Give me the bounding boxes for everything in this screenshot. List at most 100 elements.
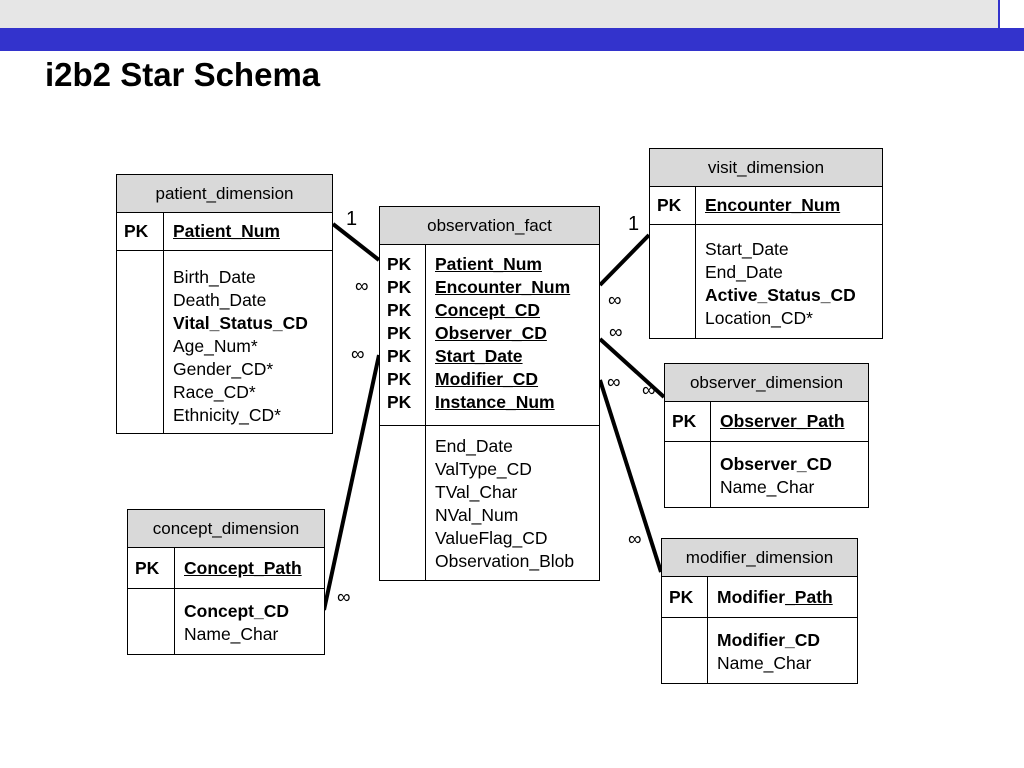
field: ValueFlag_CD [435,528,548,548]
pk-field: Concept_Path [184,558,302,578]
field: Name_Char [184,624,279,644]
field: Gender_CD* [173,359,274,379]
pk-row: PK Modifier_Path [662,577,857,618]
table-observation-fact: observation_fact PK PK PK PK PK PK PK Pa… [379,206,600,581]
field: End_Date [435,436,513,456]
field: Birth_Date [173,267,256,287]
pk-label: PK [387,392,412,412]
line-modifier-fact [598,379,663,573]
table-title: observation_fact [380,207,599,245]
pk-field: Encounter_Num [435,277,571,297]
line-concept-fact [322,354,381,611]
field: Active_Status_CD [705,285,856,305]
field: Name_Char [720,477,815,497]
cardinality-many-concept-dim: ∞ [337,587,351,608]
line-visit-fact [598,233,651,287]
pk-field: Modifier_CD [435,369,539,389]
field-list: Concept_CD Name_Char [175,589,289,654]
fields-row: Start_Date End_Date Active_Status_CD Loc… [650,225,882,338]
table-title: concept_dimension [128,510,324,548]
pk-label: PK [117,213,164,250]
field: Age_Num* [173,336,258,356]
pk-field: Modifier_Path [708,577,833,617]
pk-label: PK [665,402,711,441]
pk-fields: Patient_Num Encounter_Num Concept_CD Obs… [426,245,570,425]
line-observer-fact [598,337,666,399]
fields-row: Concept_CD Name_Char [128,589,324,654]
field: End_Date [705,262,783,282]
table-patient-dimension: patient_dimension PK Patient_Num Birth_D… [116,174,333,434]
pk-row: PK Patient_Num [117,213,332,251]
table-visit-dimension: visit_dimension PK Encounter_Num Start_D… [649,148,883,339]
pk-field: Encounter_Num [705,195,841,215]
field-list: Observer_CD Name_Char [711,442,832,507]
pk-row: PK Observer_Path [665,402,868,442]
table-modifier-dimension: modifier_dimension PK Modifier_Path Modi… [661,538,858,684]
field-list: End_Date ValType_CD TVal_Char NVal_Num V… [426,426,574,580]
field: Observer_CD [720,454,832,474]
table-title: observer_dimension [665,364,868,402]
pk-field: Instance_Num [435,392,555,412]
fields-row: Birth_Date Death_Date Vital_Status_CD Ag… [117,251,332,433]
pk-field: Observer_Path [720,411,845,431]
pk-label: PK [128,548,175,588]
slide-title: i2b2 Star Schema [45,56,321,93]
pk-label: PK [387,254,412,274]
pk-labels: PK PK PK PK PK PK PK [380,245,426,425]
key-column [665,442,711,507]
pk-label: PK [387,323,412,343]
key-column [117,251,164,433]
pk-field: Concept_CD [435,300,541,320]
line-patient-fact [331,222,381,262]
key-column [662,618,708,683]
cardinality-many-concept: ∞ [351,344,365,365]
pk-field: Start_Date [435,346,523,366]
fields-row: End_Date ValType_CD TVal_Char NVal_Num V… [380,426,599,580]
pk-label: PK [387,277,412,297]
pk-field: Patient_Num [435,254,542,274]
table-observer-dimension: observer_dimension PK Observer_Path Obse… [664,363,869,508]
field: Ethnicity_CD* [173,405,281,425]
field: Location_CD* [705,308,813,328]
field: TVal_Char [435,482,518,502]
field: Modifier_CD [717,630,821,650]
cardinality-many-observer-fact: ∞ [609,322,623,343]
table-concept-dimension: concept_dimension PK Concept_Path Concep… [127,509,325,655]
cardinality-one-visit: 1 [628,213,640,235]
slide-header-bar [0,28,1000,51]
field-list: Birth_Date Death_Date Vital_Status_CD Ag… [164,251,308,433]
pk-field: Observer_CD [435,323,547,343]
field-list: Modifier_CD Name_Char [708,618,820,683]
slide-top-band [0,0,1024,28]
field: Name_Char [717,653,812,673]
fields-row: Observer_CD Name_Char [665,442,868,507]
field: Vital_Status_CD [173,313,308,333]
cardinality-many-modifier-fact: ∞ [607,372,621,393]
field-list: Start_Date End_Date Active_Status_CD Loc… [696,225,856,338]
cardinality-one-patient: 1 [346,208,358,230]
cardinality-many-patient: ∞ [355,276,369,297]
pk-label: PK [387,369,412,389]
pk-row: PK Concept_Path [128,548,324,589]
slide-corner-notch [1000,0,1024,28]
pk-label: PK [387,346,412,366]
field: ValType_CD [435,459,532,479]
pk-row: PK Encounter_Num [650,187,882,225]
key-column [650,225,696,338]
pk-field-prefix: Modifier [717,587,786,607]
key-column [128,589,175,654]
table-title: patient_dimension [117,175,332,213]
cardinality-many-modifier: ∞ [628,529,642,550]
pk-field-suffix: _Path [785,587,833,607]
table-title: visit_dimension [650,149,882,187]
pk-label: PK [662,577,708,617]
cardinality-many-visit: ∞ [608,290,622,311]
key-column [380,426,426,580]
field: Death_Date [173,290,267,310]
field: NVal_Num [435,505,519,525]
field: Concept_CD [184,601,290,621]
pk-label: PK [650,187,696,224]
table-title: modifier_dimension [662,539,857,577]
pk-field: Patient_Num [173,221,280,241]
